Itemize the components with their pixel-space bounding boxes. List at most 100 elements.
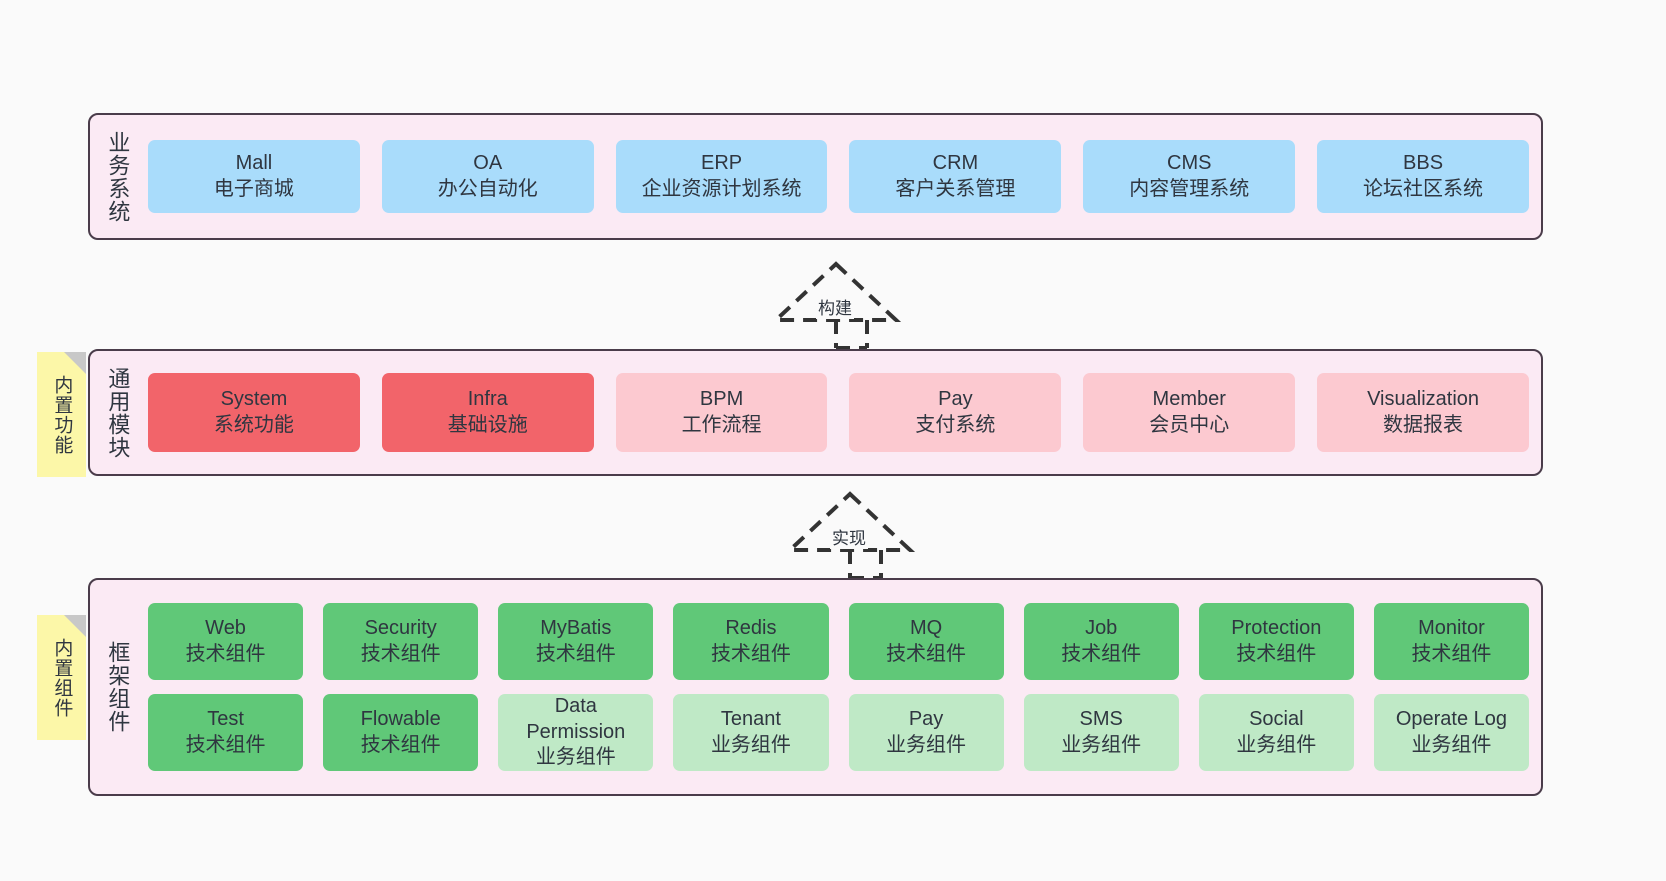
node-web-name: Web <box>205 616 246 639</box>
node-redis[interactable]: Redis 技术组件 <box>673 603 829 680</box>
node-sms[interactable]: SMS 业务组件 <box>1023 694 1179 771</box>
node-system-name: System <box>220 387 288 410</box>
node-protection-desc: 技术组件 <box>1236 642 1317 665</box>
node-member[interactable]: Member 会员中心 <box>1083 373 1296 452</box>
node-tenant[interactable]: Tenant 业务组件 <box>673 694 829 771</box>
node-social-desc: 业务组件 <box>1236 733 1317 756</box>
layer-business-systems-label: 业务系统 <box>105 130 131 223</box>
layer-common-modules-label: 通用模块 <box>105 366 131 459</box>
node-flowable-name: Flowable <box>360 707 441 730</box>
node-pay-component-name: Pay <box>908 707 944 730</box>
node-security[interactable]: Security 技术组件 <box>323 603 479 680</box>
node-sms-desc: 业务组件 <box>1061 733 1142 756</box>
note-builtin-components-label: 内置组件 <box>51 637 73 718</box>
connector-implement: 实现 <box>770 490 930 580</box>
node-bpm-name: BPM <box>699 387 744 410</box>
node-pay-module-name: Pay <box>938 387 973 410</box>
connector-build: 构建 <box>756 260 916 350</box>
node-mq-desc: 技术组件 <box>886 642 967 665</box>
node-system[interactable]: System 系统功能 <box>148 373 360 452</box>
node-security-desc: 技术组件 <box>360 642 441 665</box>
node-monitor-name: Monitor <box>1418 616 1485 639</box>
layer-common-modules-body: System 系统功能 Infra 基础设施 BPM 工作流程 Pay 支付系统… <box>144 351 1541 474</box>
node-oa[interactable]: OA 办公自动化 <box>381 140 594 213</box>
node-visualization[interactable]: Visualization 数据报表 <box>1317 373 1529 452</box>
node-protection[interactable]: Protection 技术组件 <box>1198 603 1354 680</box>
layer-framework-components-label: 框架组件 <box>105 641 131 733</box>
node-cms[interactable]: CMS 内容管理系统 <box>1083 140 1296 213</box>
node-mall-name: Mall <box>235 151 273 174</box>
layer-common-modules: 通用模块 System 系统功能 Infra 基础设施 BPM 工作流程 Pay… <box>88 349 1543 476</box>
layer-business-systems-row: Mall 电子商城 OA 办公自动化 ERP 企业资源计划系统 CRM 客户关系… <box>148 140 1529 213</box>
node-social-name: Social <box>1249 707 1304 730</box>
node-visualization-desc: 数据报表 <box>1383 413 1464 436</box>
layer-common-modules-row: System 系统功能 Infra 基础设施 BPM 工作流程 Pay 支付系统… <box>148 373 1529 452</box>
layer-framework-components: 框架组件 Web 技术组件 Security 技术组件 MyBatis 技术组件… <box>88 578 1543 796</box>
node-data-permission-name: Data Permission <box>526 695 626 743</box>
node-test[interactable]: Test 技术组件 <box>148 694 304 771</box>
node-tenant-desc: 业务组件 <box>710 733 791 756</box>
node-monitor[interactable]: Monitor 技术组件 <box>1373 603 1529 680</box>
note-builtin-functions-label: 内置功能 <box>51 374 73 455</box>
node-data-permission[interactable]: Data Permission 业务组件 <box>498 694 654 771</box>
node-bpm[interactable]: BPM 工作流程 <box>615 373 828 452</box>
node-mall-desc: 电子商城 <box>213 177 294 200</box>
node-mall[interactable]: Mall 电子商城 <box>148 140 360 213</box>
node-protection-name: Protection <box>1231 616 1322 639</box>
node-oa-name: OA <box>473 151 503 174</box>
node-redis-name: Redis <box>725 616 777 639</box>
node-system-desc: 系统功能 <box>213 413 294 436</box>
node-security-name: Security <box>364 616 437 639</box>
node-pay-component[interactable]: Pay 业务组件 <box>848 694 1004 771</box>
node-operate-log[interactable]: Operate Log 业务组件 <box>1373 694 1529 771</box>
connector-build-arrow <box>770 261 902 350</box>
node-pay-module-desc: 支付系统 <box>915 413 996 436</box>
node-sms-name: SMS <box>1079 707 1123 730</box>
connector-implement-label: 实现 <box>830 524 868 549</box>
layer-business-systems: 业务系统 Mall 电子商城 OA 办公自动化 ERP 企业资源计划系统 CRM… <box>88 113 1543 240</box>
node-social[interactable]: Social 业务组件 <box>1198 694 1354 771</box>
node-mq[interactable]: MQ 技术组件 <box>848 603 1004 680</box>
node-crm-desc: 客户关系管理 <box>895 177 1016 200</box>
node-mq-name: MQ <box>909 616 943 639</box>
node-job-name: Job <box>1085 616 1118 639</box>
node-operate-log-name: Operate Log <box>1395 707 1508 730</box>
layer-business-systems-body: Mall 电子商城 OA 办公自动化 ERP 企业资源计划系统 CRM 客户关系… <box>144 115 1541 238</box>
note-fold-icon <box>64 352 86 374</box>
node-mybatis[interactable]: MyBatis 技术组件 <box>498 603 654 680</box>
node-erp-name: ERP <box>701 151 743 174</box>
node-flowable-desc: 技术组件 <box>360 733 441 756</box>
node-crm-name: CRM <box>932 151 979 174</box>
node-crm[interactable]: CRM 客户关系管理 <box>849 140 1062 213</box>
node-web-desc: 技术组件 <box>185 642 266 665</box>
node-infra-name: Infra <box>467 387 508 410</box>
node-infra-desc: 基础设施 <box>447 413 528 436</box>
node-pay-module[interactable]: Pay 支付系统 <box>849 373 1062 452</box>
node-oa-desc: 办公自动化 <box>437 177 538 200</box>
node-bpm-desc: 工作流程 <box>681 413 762 436</box>
node-data-permission-desc: 业务组件 <box>535 746 616 769</box>
node-job-desc: 技术组件 <box>1061 642 1142 665</box>
node-pay-component-desc: 业务组件 <box>886 733 967 756</box>
node-erp-desc: 企业资源计划系统 <box>641 177 802 200</box>
node-test-desc: 技术组件 <box>185 733 266 756</box>
node-tenant-name: Tenant <box>720 707 781 730</box>
layer-framework-components-body: Web 技术组件 Security 技术组件 MyBatis 技术组件 Redi… <box>144 580 1541 794</box>
node-monitor-desc: 技术组件 <box>1411 642 1492 665</box>
node-job[interactable]: Job 技术组件 <box>1023 603 1179 680</box>
node-erp[interactable]: ERP 企业资源计划系统 <box>615 140 828 213</box>
node-member-name: Member <box>1152 387 1226 410</box>
node-web[interactable]: Web 技术组件 <box>148 603 304 680</box>
node-bbs[interactable]: BBS 论坛社区系统 <box>1317 140 1529 213</box>
node-infra[interactable]: Infra 基础设施 <box>381 373 594 452</box>
note-builtin-components: 内置组件 <box>37 615 86 740</box>
node-test-name: Test <box>207 707 244 730</box>
layer-framework-components-row-business: Test 技术组件 Flowable 技术组件 Data Permission … <box>148 694 1529 771</box>
connector-build-label: 构建 <box>816 294 854 319</box>
node-flowable[interactable]: Flowable 技术组件 <box>323 694 479 771</box>
node-cms-desc: 内容管理系统 <box>1129 177 1250 200</box>
node-mybatis-desc: 技术组件 <box>535 642 616 665</box>
note-builtin-functions: 内置功能 <box>37 352 86 477</box>
node-mybatis-name: MyBatis <box>540 616 612 639</box>
